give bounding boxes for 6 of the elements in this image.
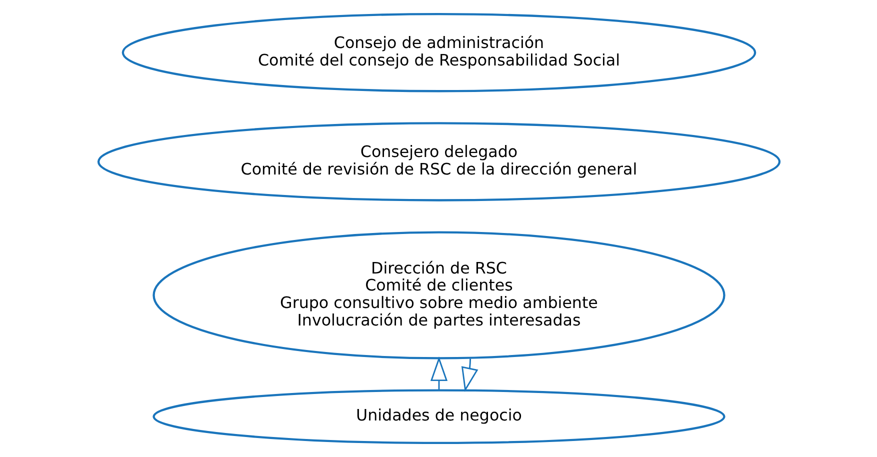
node-ellipse: Dirección de RSC Comité de clientes Grupo consultivo sobre medio ambiente Involucración de partes interesadas	[152, 231, 725, 360]
node-ellipse: Consejero delegado Comité de revisión de RSC de la dirección general	[96, 122, 780, 202]
node-ellipse: Unidades de negocio	[152, 389, 725, 444]
node-ellipse: Consejo de administración Comité del consejo de Responsabilidad Social	[121, 13, 756, 92]
arrow	[430, 356, 448, 390]
arrow	[460, 358, 478, 392]
